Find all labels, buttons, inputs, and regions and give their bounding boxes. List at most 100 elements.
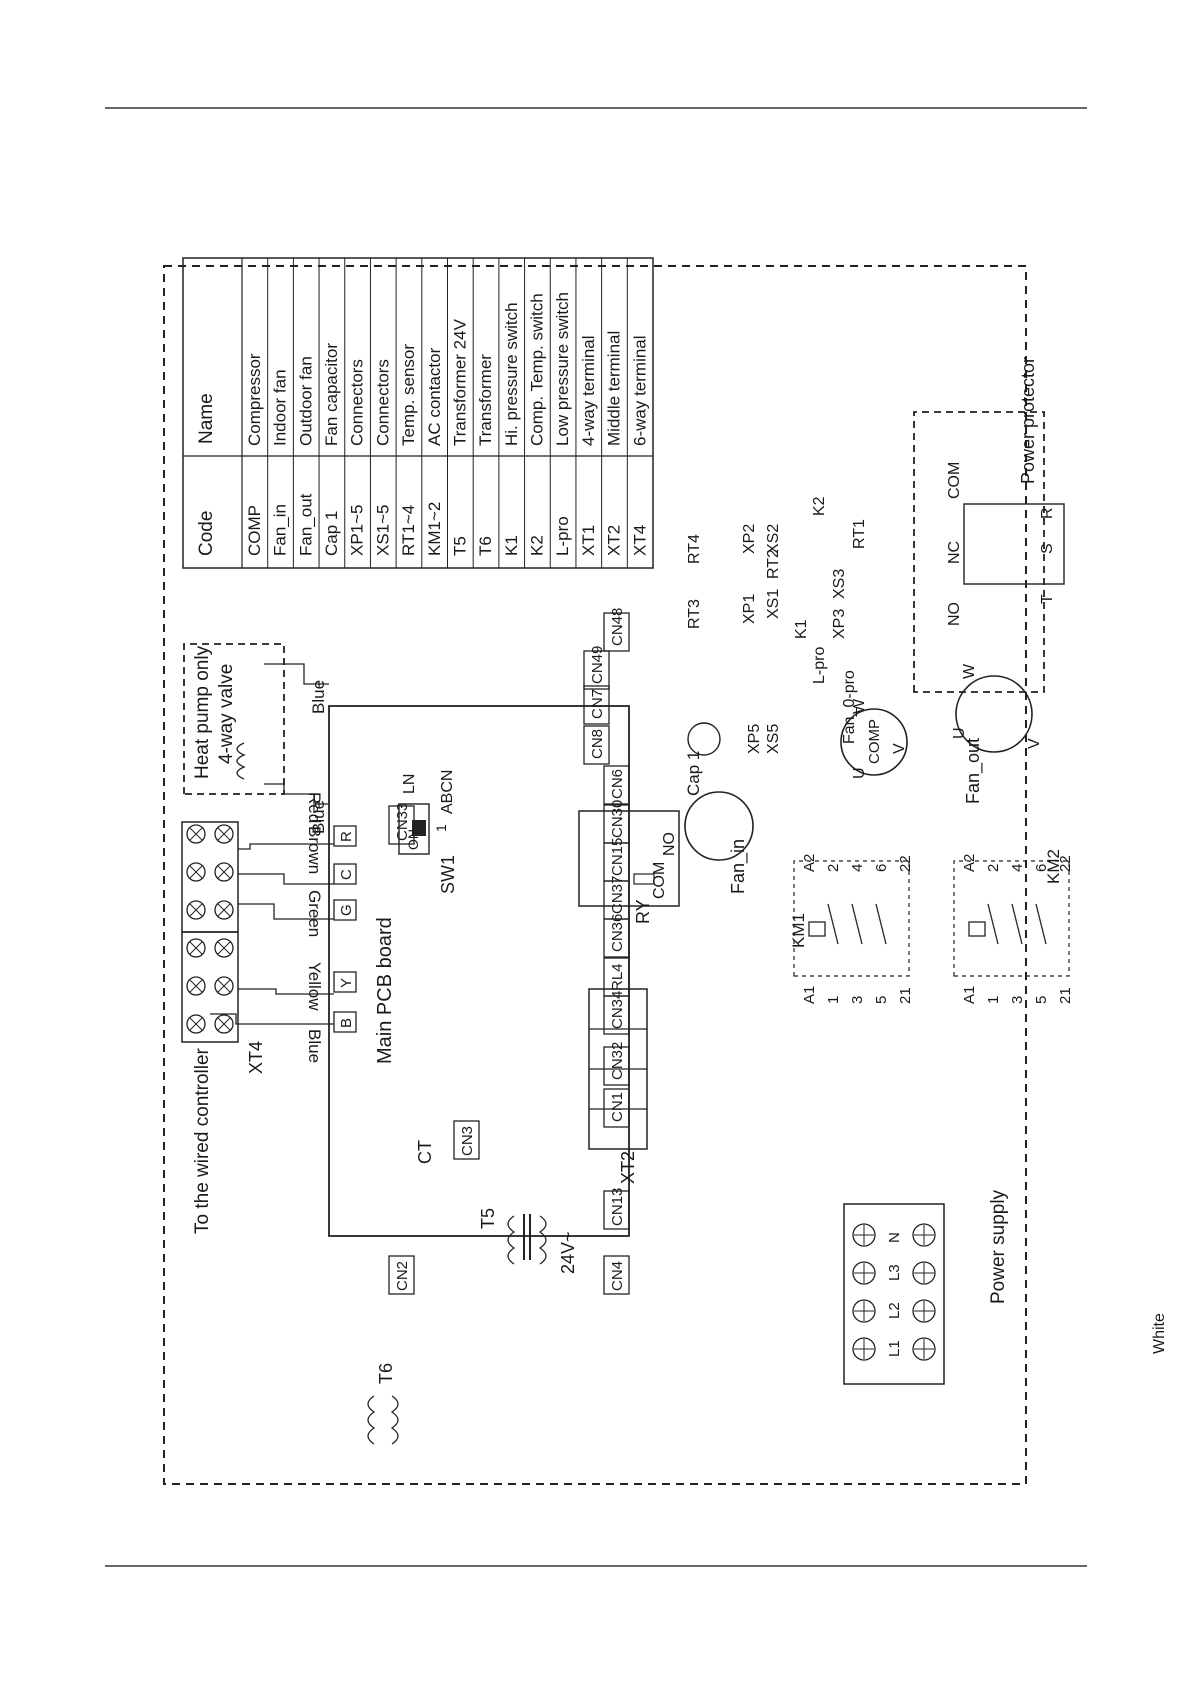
connector-rl4: RL4 (609, 963, 626, 991)
contact-bot-21: 21 (897, 987, 914, 1004)
ry-com-label: COM (651, 862, 668, 899)
wire-label-brown-c: Brown (305, 826, 324, 874)
legend-name-14: Middle terminal (605, 331, 624, 446)
legend-code-7: KM1~2 (425, 502, 444, 556)
wire-label-blue-cn33: Blue (309, 800, 328, 834)
pp-r: R (1039, 507, 1056, 519)
ry-no-label: NO (661, 832, 678, 856)
legend-code-0: COMP (245, 505, 264, 556)
fan-out-motor: Fan_out U V W (951, 663, 1043, 804)
pcb-terminal-y: Y (338, 978, 355, 988)
contact-top-A2: A2 (801, 854, 818, 872)
t5-label: T5 (478, 1208, 498, 1229)
fan-out-w: W (961, 663, 978, 679)
contact-top-6: 6 (1033, 864, 1050, 872)
rt3-label: RT3 (686, 599, 703, 629)
sw1-one: 1 (433, 824, 449, 832)
connector-cn30: CN30 (609, 800, 626, 838)
wire-label-green: Green (305, 890, 324, 937)
pp-nc: NC (946, 541, 963, 564)
screw-icon (186, 938, 206, 958)
connector-cn36: CN36 (609, 914, 626, 952)
contact-bot-5: 5 (873, 996, 890, 1004)
relay-ry: RY COM NO (578, 810, 680, 924)
connector-cn32: CN32 (609, 1042, 626, 1080)
contact-top-4: 4 (849, 864, 866, 872)
power-protector-title: Power protector (1018, 357, 1038, 484)
contact-bot-A1: A1 (801, 986, 818, 1004)
legend-code-3: Cap 1 (322, 511, 341, 556)
screw-icon (214, 1014, 234, 1034)
contact-top-6: 6 (873, 864, 890, 872)
xs1-label: XS1 (765, 589, 782, 619)
legend-name-8: Transformer 24V (450, 318, 469, 446)
legend-name-0: Compressor (245, 353, 264, 446)
xt2-label: XT2 (618, 1151, 638, 1184)
screw-icon (186, 976, 206, 996)
rt1-label: RT1 (851, 519, 868, 549)
contact-top-A2: A2 (961, 854, 978, 872)
connector-cn4: CN4 (609, 1261, 626, 1291)
legend-code-10: K1 (502, 535, 521, 556)
screw-icon (912, 1337, 936, 1361)
legend-code-11: K2 (528, 535, 547, 556)
ps-terminal-l2: L2 (886, 1302, 903, 1319)
connector-cn3: CN3 (459, 1126, 476, 1156)
legend-code-4: XP1~5 (348, 504, 367, 556)
legend-name-7: AC contactor (425, 347, 444, 446)
connector-cn2: CN2 (394, 1261, 411, 1291)
contact-top-2: 2 (985, 864, 1002, 872)
legend-name-15: 6-way terminal (630, 335, 649, 446)
sw1-switch: ON 1 LN ABCN SW1 (398, 770, 458, 894)
fan-out-v: V (1026, 738, 1043, 749)
valve-coil-icon (236, 742, 246, 780)
contact-top-22: 22 (897, 855, 914, 872)
screw-icon (214, 900, 234, 920)
pp-com: COM (946, 462, 963, 499)
contact-bot-A1: A1 (961, 986, 978, 1004)
legend-name-6: Temp. sensor (399, 344, 418, 446)
comp-v: V (891, 743, 908, 754)
pcb-terminal-b: B (338, 1018, 355, 1028)
screw-icon (912, 1261, 936, 1285)
legend-name-2: Outdoor fan (296, 356, 315, 446)
wired-controller-label: To the wired controller (192, 1047, 213, 1234)
connector-cn6: CN6 (609, 769, 626, 799)
screw-icon (214, 976, 234, 996)
four-way-valve-label: 4-way valve (216, 664, 237, 764)
pp-t: T (1039, 594, 1056, 604)
sw1-ln: LN (401, 774, 418, 794)
km1-label: KM1 (789, 913, 808, 948)
wire-label-blue-cn48: Blue (309, 680, 328, 714)
connector-cn48: CN48 (609, 608, 626, 646)
legend-code-6: RT1~4 (399, 505, 418, 556)
legend-name-9: Transformer (476, 354, 495, 446)
screw-icon (214, 938, 234, 958)
xs3-label: XS3 (831, 569, 848, 599)
diagram-border (163, 265, 1027, 1485)
pcb-terminal-c: C (338, 869, 355, 880)
legend-code-8: T5 (450, 536, 469, 556)
screw-icon (186, 900, 206, 920)
wire-label-blue-b: Blue (305, 1029, 324, 1063)
screw-icon (852, 1299, 876, 1323)
cap1-label: Cap 1 (684, 751, 703, 796)
contact-bot-3: 3 (849, 996, 866, 1004)
pcb-title: Main PCB board (374, 917, 396, 1064)
connector-cn37: CN37 (609, 876, 626, 914)
legend-code-2: Fan_out (296, 493, 315, 556)
legend-code-9: T6 (476, 536, 495, 556)
transformer-t6: T6 (367, 1363, 399, 1445)
contact-bot-1: 1 (825, 996, 842, 1004)
power-supply-label: Power supply (988, 1189, 1009, 1304)
pp-s: S (1039, 543, 1056, 554)
legend-name-10: Hi. pressure switch (502, 302, 521, 446)
ry-label: RY (633, 899, 653, 924)
legend-code-5: XS1~5 (373, 504, 392, 556)
legend-header-name: Name (196, 393, 217, 444)
t6-label: T6 (376, 1363, 396, 1384)
